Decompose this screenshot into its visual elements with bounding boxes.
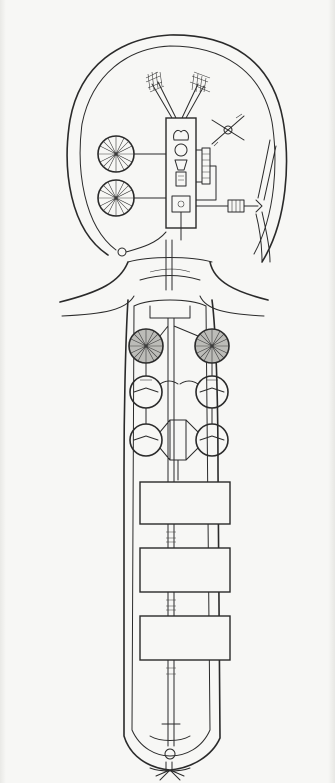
upper-left-disc	[98, 136, 166, 172]
right-spoked-wheel	[174, 326, 229, 363]
left-spoked-wheel	[129, 326, 168, 363]
upper-right-chamber	[196, 376, 228, 408]
right-antenna-tuft	[182, 72, 210, 118]
body	[124, 300, 220, 770]
lower-right-chamber	[196, 424, 228, 456]
left-antenna-tuft	[146, 72, 176, 118]
chamber-connectors	[146, 363, 212, 480]
right-valve-assembly	[196, 140, 276, 262]
lower-rectangular-unit	[140, 616, 230, 660]
head-mechanism	[98, 72, 276, 262]
rotor-x	[212, 114, 244, 146]
lower-left-chamber	[130, 424, 162, 456]
middle-rectangular-unit	[140, 548, 230, 592]
upper-left-chamber	[130, 376, 162, 408]
upper-rectangular-unit	[140, 482, 230, 524]
lower-left-disc	[98, 180, 166, 216]
neck-and-shoulders	[60, 240, 268, 316]
small-loop	[118, 232, 166, 256]
